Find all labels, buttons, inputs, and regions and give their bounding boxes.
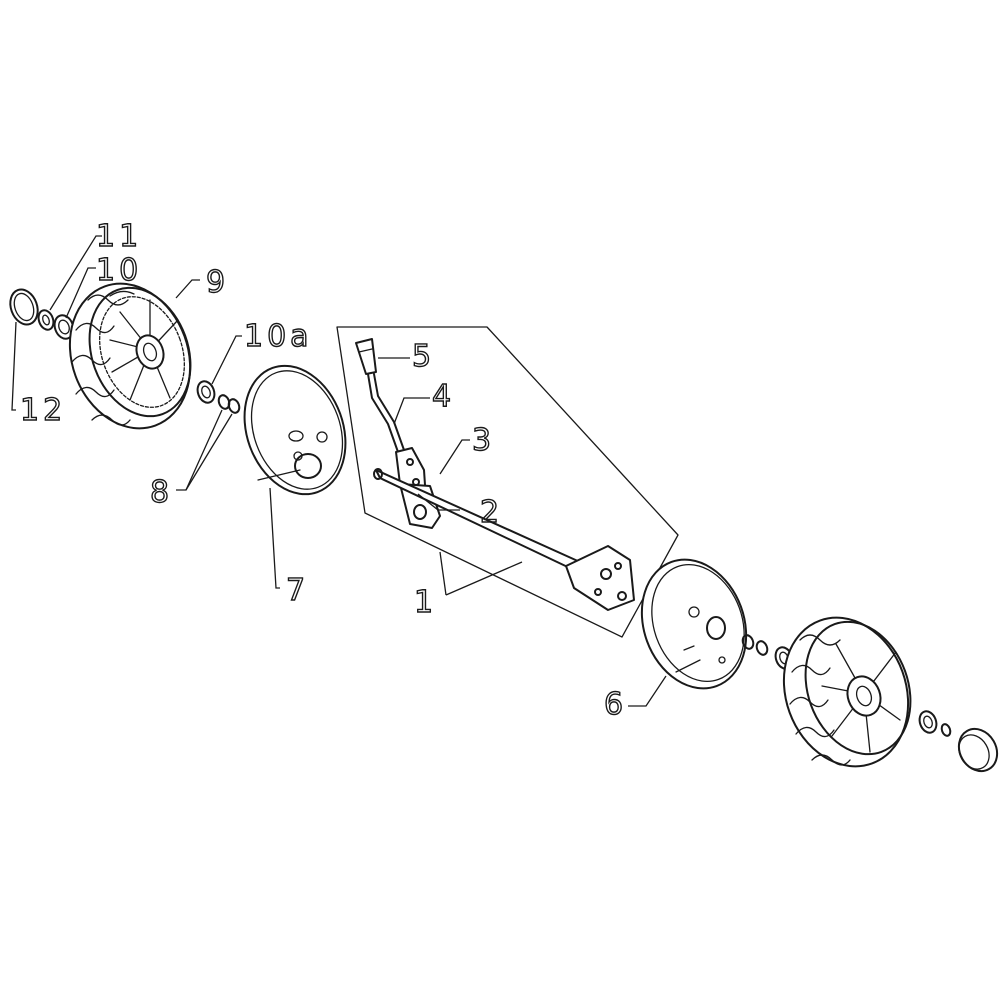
callout-10: 10 bbox=[96, 253, 142, 288]
callout-labels: 11 10 9 10a 12 8 7 5 4 3 2 1 6 bbox=[19, 218, 627, 722]
part-5-knob bbox=[355, 338, 377, 375]
callout-10a: 10a bbox=[244, 319, 313, 354]
callout-3: 3 bbox=[472, 423, 495, 458]
part-7-cover-plate-left bbox=[243, 364, 347, 496]
callout-9: 9 bbox=[206, 265, 229, 300]
part-9-wheel-left bbox=[68, 282, 192, 430]
callout-12: 12 bbox=[20, 393, 66, 428]
part-11-washer bbox=[37, 309, 55, 331]
part-10a-bearing bbox=[196, 380, 216, 404]
callout-6: 6 bbox=[604, 687, 627, 722]
wheel-right bbox=[782, 616, 912, 768]
bearing-right bbox=[918, 710, 952, 737]
part-4-lever bbox=[367, 373, 405, 453]
part-12-retaining-ring bbox=[9, 288, 39, 326]
part-8-washers bbox=[217, 394, 241, 414]
callout-1: 1 bbox=[414, 585, 437, 620]
part-1-axle bbox=[373, 468, 635, 611]
callout-5: 5 bbox=[412, 339, 435, 374]
callout-2: 2 bbox=[480, 495, 503, 530]
hub-cap-right bbox=[957, 727, 999, 773]
callout-8: 8 bbox=[150, 475, 173, 510]
part-6-cover-plate-right bbox=[640, 558, 748, 690]
callout-7: 7 bbox=[286, 573, 309, 608]
callout-11: 11 bbox=[96, 219, 142, 254]
leader-lines bbox=[11, 235, 667, 707]
callout-4: 4 bbox=[432, 379, 455, 414]
